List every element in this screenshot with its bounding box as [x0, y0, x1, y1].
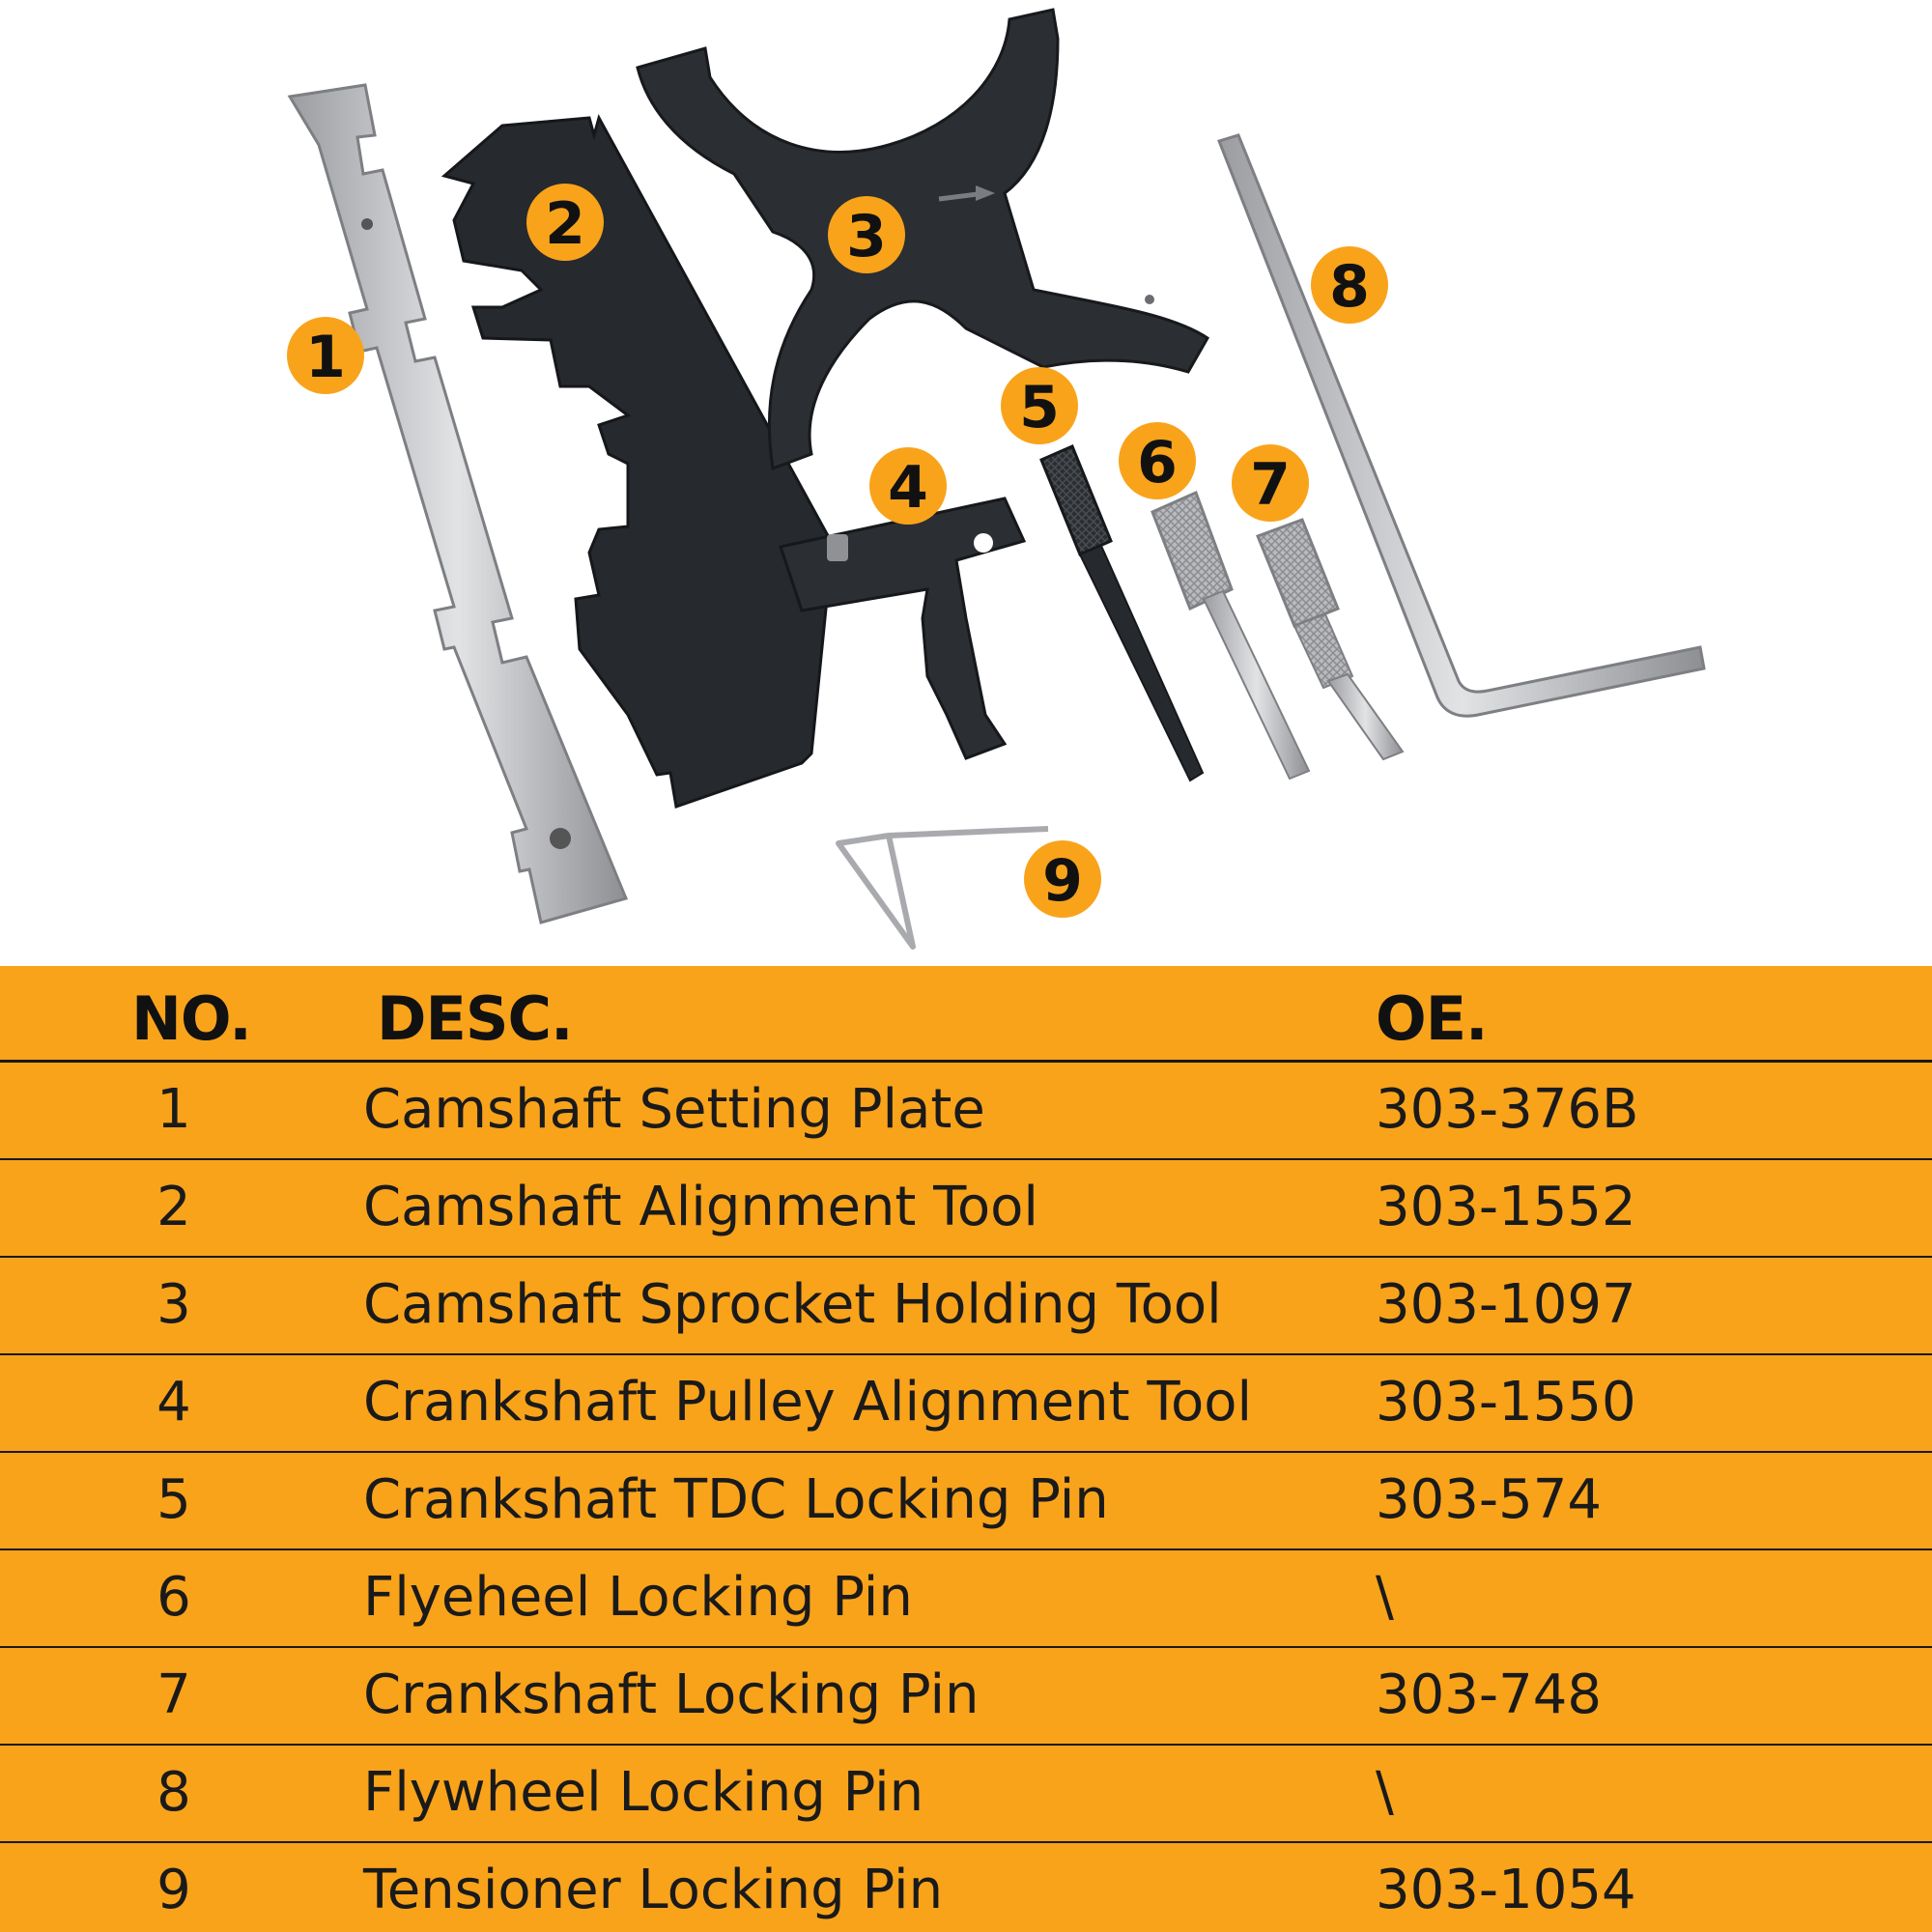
row-oe: \: [1376, 1761, 1394, 1824]
tool-crankshaft-locking-pin: [1256, 518, 1405, 761]
table-header: NO. DESC. OE.: [0, 966, 1932, 1063]
tool-camshaft-setting-plate: [287, 83, 629, 924]
callout-5: 5: [1001, 367, 1078, 444]
table-row: 5 Crankshaft TDC Locking Pin 303-574: [0, 1453, 1932, 1550]
row-oe: 303-574: [1376, 1468, 1602, 1531]
row-no: 4: [156, 1371, 191, 1434]
row-oe: 303-376B: [1376, 1078, 1639, 1141]
row-oe: 303-1054: [1376, 1859, 1636, 1921]
row-oe: \: [1376, 1566, 1394, 1629]
svg-text:8: 8: [1329, 253, 1370, 321]
callout-9: 9: [1024, 840, 1101, 918]
callout-8: 8: [1311, 246, 1388, 324]
parts-table: NO. DESC. OE. 1 Camshaft Setting Plate 3…: [0, 966, 1932, 1932]
table-row: 2 Camshaft Alignment Tool 303-1552: [0, 1160, 1932, 1258]
row-desc: Camshaft Setting Plate: [363, 1078, 985, 1141]
row-desc: Flyeheel Locking Pin: [363, 1566, 913, 1629]
row-desc: Tensioner Locking Pin: [363, 1859, 944, 1921]
row-no: 7: [156, 1663, 191, 1726]
svg-text:1: 1: [305, 324, 346, 391]
row-desc: Camshaft Alignment Tool: [363, 1176, 1038, 1238]
header-desc: DESC.: [377, 983, 574, 1054]
svg-text:6: 6: [1137, 429, 1178, 497]
table-row: 9 Tensioner Locking Pin 303-1054: [0, 1843, 1932, 1932]
table-row: 1 Camshaft Setting Plate 303-376B: [0, 1063, 1932, 1160]
tool-flyeheel-locking-pin: [1151, 490, 1311, 781]
row-no: 6: [156, 1566, 191, 1629]
callout-1: 1: [287, 317, 364, 394]
row-no: 5: [156, 1468, 191, 1531]
tool-flywheel-locking-pin: [1217, 133, 1706, 718]
header-no: NO.: [131, 983, 252, 1054]
tool-camshaft-alignment-tool: [440, 114, 833, 809]
row-oe: 303-748: [1376, 1663, 1602, 1726]
table-row: 4 Crankshaft Pulley Alignment Tool 303-1…: [0, 1355, 1932, 1453]
row-oe: 303-1552: [1376, 1176, 1636, 1238]
callout-3: 3: [828, 196, 905, 273]
svg-text:2: 2: [545, 190, 585, 258]
row-desc: Crankshaft TDC Locking Pin: [363, 1468, 1109, 1531]
callout-6: 6: [1119, 422, 1196, 499]
callout-7: 7: [1232, 444, 1309, 522]
row-no: 8: [156, 1761, 191, 1824]
tool-camshaft-sprocket-holding-tool: [636, 8, 1209, 471]
row-no: 1: [156, 1078, 191, 1141]
svg-text:4: 4: [888, 454, 928, 522]
tool-crankshaft-pulley-alignment-tool: [779, 497, 1027, 760]
svg-text:5: 5: [1019, 374, 1060, 441]
header-oe: OE.: [1376, 983, 1489, 1054]
row-no: 2: [156, 1176, 191, 1238]
row-no: 9: [156, 1859, 191, 1921]
row-desc: Camshaft Sprocket Holding Tool: [363, 1273, 1222, 1336]
row-no: 3: [156, 1273, 191, 1336]
product-photo: 1 2 3 4 5 6 7 8 9: [287, 8, 1706, 950]
svg-text:7: 7: [1250, 451, 1291, 519]
callout-4: 4: [869, 447, 947, 525]
row-desc: Crankshaft Locking Pin: [363, 1663, 980, 1726]
table-row: 3 Camshaft Sprocket Holding Tool 303-109…: [0, 1258, 1932, 1355]
svg-text:9: 9: [1042, 847, 1083, 915]
tool-crankshaft-tdc-locking-pin: [1039, 444, 1205, 782]
tool-tensioner-locking-pin: [836, 826, 1049, 950]
row-oe: 303-1550: [1376, 1371, 1636, 1434]
row-oe: 303-1097: [1376, 1273, 1636, 1336]
callout-2: 2: [526, 184, 604, 261]
table-row: 6 Flyeheel Locking Pin \: [0, 1550, 1932, 1648]
row-desc: Crankshaft Pulley Alignment Tool: [363, 1371, 1253, 1434]
table-row: 7 Crankshaft Locking Pin 303-748: [0, 1648, 1932, 1746]
row-desc: Flywheel Locking Pin: [363, 1761, 924, 1824]
table-row: 8 Flywheel Locking Pin \: [0, 1746, 1932, 1843]
svg-text:3: 3: [846, 203, 887, 270]
